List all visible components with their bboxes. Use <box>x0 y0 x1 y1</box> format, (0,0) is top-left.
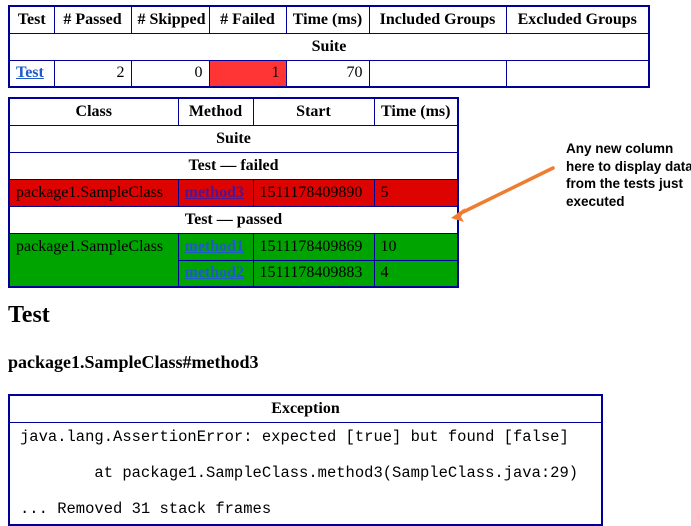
summary-failed-cell: 1 <box>208 59 287 88</box>
summary-included-groups-cell <box>368 59 507 88</box>
passed-time-cell-2: 4 <box>373 259 459 288</box>
test-link[interactable]: Test <box>16 64 44 82</box>
detail-header-method: Method <box>177 97 254 126</box>
summary-excluded-groups-cell <box>505 59 650 88</box>
failed-method-title: package1.SampleClass#method3 <box>8 352 259 372</box>
method1-link[interactable]: method1 <box>184 237 245 255</box>
summary-passed-cell: 2 <box>53 59 132 88</box>
summary-header-test: Test <box>8 5 55 34</box>
method3-link[interactable]: method3 <box>184 183 245 201</box>
method-detail-table: Class Method Start Time (ms) Suite Test … <box>8 97 459 288</box>
annotation-line-1: Any new column <box>566 141 674 156</box>
detail-header-time: Time (ms) <box>373 97 459 126</box>
detail-header-row: Class Method Start Time (ms) <box>8 97 459 126</box>
passed-method-cell-1: method1 <box>177 232 254 261</box>
summary-header-failed: # Failed <box>208 5 287 34</box>
passed-start-cell-1: 1511178409869 <box>252 232 375 261</box>
passed-class-cell: package1.SampleClass <box>8 232 179 288</box>
testng-report-page: Test # Passed # Skipped # Failed Time (m… <box>8 5 691 526</box>
failed-time-cell: 5 <box>373 178 459 207</box>
suite-summary-table: Test # Passed # Skipped # Failed Time (m… <box>8 5 650 88</box>
summary-header-time: Time (ms) <box>285 5 370 34</box>
failed-start-cell: 1511178409890 <box>252 178 375 207</box>
failed-section-label: Test — failed <box>8 151 459 180</box>
detail-header-class: Class <box>8 97 179 126</box>
annotation-arrow-icon <box>451 166 555 222</box>
method2-link[interactable]: method2 <box>184 264 245 282</box>
passed-method-cell-2: method2 <box>177 259 254 288</box>
stack-line-3: ... Removed 31 stack frames <box>20 499 272 518</box>
summary-header-skipped: # Skipped <box>130 5 210 34</box>
annotation-line-2: here to display data <box>566 158 691 174</box>
failed-class-cell: package1.SampleClass <box>8 178 179 207</box>
exception-header: Exception <box>8 394 603 423</box>
stack-line-2: at package1.SampleClass.method3(SampleCl… <box>20 463 579 482</box>
passed-section-label: Test — passed <box>8 205 459 234</box>
summary-header-row: Test # Passed # Skipped # Failed Time (m… <box>8 5 650 34</box>
detail-suite-section-row: Suite <box>8 124 459 153</box>
test-section-title: Test <box>8 302 50 328</box>
summary-time-cell: 70 <box>285 59 370 88</box>
annotation-line-4: executed <box>566 193 625 209</box>
exception-body-row: java.lang.AssertionError: expected [true… <box>8 421 603 525</box>
failed-method-cell: method3 <box>177 178 254 207</box>
summary-skipped-cell: 0 <box>130 59 210 88</box>
passed-start-cell-2: 1511178409883 <box>252 259 375 288</box>
passed-method-row-2: method2 1511178409883 4 <box>9 259 459 288</box>
exception-table: Exception java.lang.AssertionError: expe… <box>8 394 603 526</box>
summary-test-cell: Test <box>8 59 55 88</box>
failed-method-row: package1.SampleClass method3 15111784098… <box>8 178 459 207</box>
exception-header-row: Exception <box>8 394 603 423</box>
summary-suite-label: Suite <box>8 32 650 61</box>
passed-section-row: Test — passed <box>8 205 459 234</box>
annotation-line-3: from the tests just <box>566 176 684 191</box>
summary-header-included-groups: Included Groups <box>368 5 507 34</box>
detail-suite-label: Suite <box>8 124 459 153</box>
detail-header-start: Start <box>252 97 375 126</box>
summary-header-excluded-groups: Excluded Groups <box>505 5 650 34</box>
passed-method-row-1: package1.SampleClass method1 15111784098… <box>8 232 459 288</box>
passed-time-cell-1: 10 <box>373 232 459 261</box>
annotation-note: Any new column here to display data from… <box>566 140 691 210</box>
summary-suite-section-row: Suite <box>8 32 650 61</box>
summary-header-passed: # Passed <box>53 5 132 34</box>
failed-section-row: Test — failed <box>8 151 459 180</box>
summary-data-row: Test 2 0 1 70 <box>8 59 650 88</box>
stack-trace: java.lang.AssertionError: expected [true… <box>8 421 603 525</box>
stack-line-1: java.lang.AssertionError: expected [true… <box>20 427 569 446</box>
